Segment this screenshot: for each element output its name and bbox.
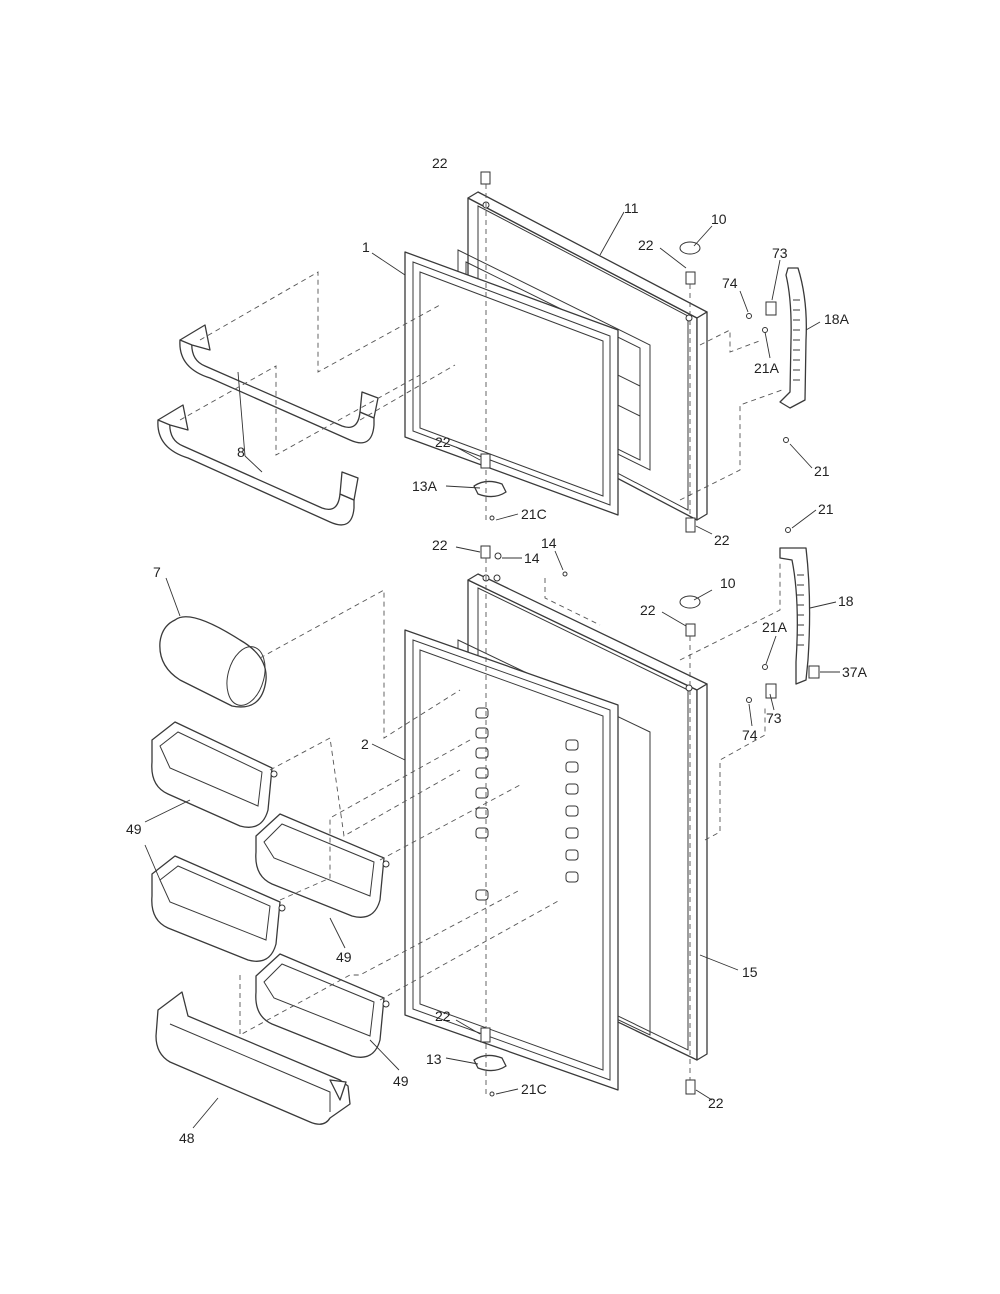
- callout-10-mid: 10: [720, 575, 736, 591]
- callout-21C-bottom: 21C: [521, 1081, 547, 1097]
- callout-22-top-hinge: 22: [638, 237, 654, 253]
- callout-18A: 18A: [824, 311, 850, 327]
- assembly-dashes: [179, 184, 783, 1094]
- callout-21C-top: 21C: [521, 506, 547, 522]
- freezer-door-shelf-upper: [179, 324, 379, 444]
- freezer-hinge-pins: [473, 171, 701, 533]
- callout-13: 13: [426, 1051, 442, 1067]
- door-bin-4: [255, 953, 390, 1058]
- door-bin-2: [151, 855, 286, 962]
- fresh-food-handle: [746, 527, 820, 703]
- callout-22-ff-hinge: 22: [640, 602, 656, 618]
- callout-2: 2: [361, 736, 369, 752]
- callout-21A-top: 21A: [754, 360, 780, 376]
- callout-labels: 22 11 10 22 73 74 18A 21A 21 1 8 22 13A …: [126, 155, 868, 1146]
- callout-48: 48: [179, 1130, 195, 1146]
- door-bin-1: [151, 721, 278, 828]
- callout-7: 7: [153, 564, 161, 580]
- callout-22-ff-right: 22: [708, 1095, 724, 1111]
- freezer-gasket: [404, 251, 619, 516]
- door-bin-3: [255, 813, 390, 918]
- callout-49-a: 49: [126, 821, 142, 837]
- fresh-food-hinge-pins: [473, 545, 701, 1097]
- door-liner-studs: [475, 707, 579, 901]
- callout-37A: 37A: [842, 664, 868, 680]
- callout-49-c: 49: [336, 949, 352, 965]
- callout-49-d: 49: [393, 1073, 409, 1089]
- callout-74-mid: 74: [742, 727, 758, 743]
- callout-13A: 13A: [412, 478, 438, 494]
- callout-22-fz-bottom: 22: [435, 434, 451, 450]
- callout-1: 1: [362, 239, 370, 255]
- callout-8: 8: [237, 444, 245, 460]
- callout-18: 18: [838, 593, 854, 609]
- callout-73-mid: 73: [766, 710, 782, 726]
- callout-74-top: 74: [722, 275, 738, 291]
- freezer-handle: [746, 267, 807, 443]
- fresh-food-gasket: [404, 629, 619, 1091]
- callout-21-mid: 21: [818, 501, 834, 517]
- callout-15: 15: [742, 964, 758, 980]
- callout-22-top: 22: [432, 155, 448, 171]
- callout-11: 11: [624, 200, 639, 216]
- callout-10-top: 10: [711, 211, 727, 227]
- callout-14-a: 14: [524, 550, 540, 566]
- leader-lines: [144, 211, 840, 1129]
- gallon-door-shelf: [155, 991, 351, 1125]
- callout-14-b: 14: [541, 535, 557, 551]
- callout-22-ff-bottom: 22: [435, 1008, 451, 1024]
- callout-73-top: 73: [772, 245, 788, 261]
- freezer-door-shelf-lower: [157, 404, 359, 526]
- callout-22-fz-right: 22: [714, 532, 730, 548]
- callout-22-ff-top: 22: [432, 537, 448, 553]
- dairy-compartment-cover: [159, 616, 267, 708]
- callout-21A-mid: 21A: [762, 619, 788, 635]
- callout-21-top: 21: [814, 463, 830, 479]
